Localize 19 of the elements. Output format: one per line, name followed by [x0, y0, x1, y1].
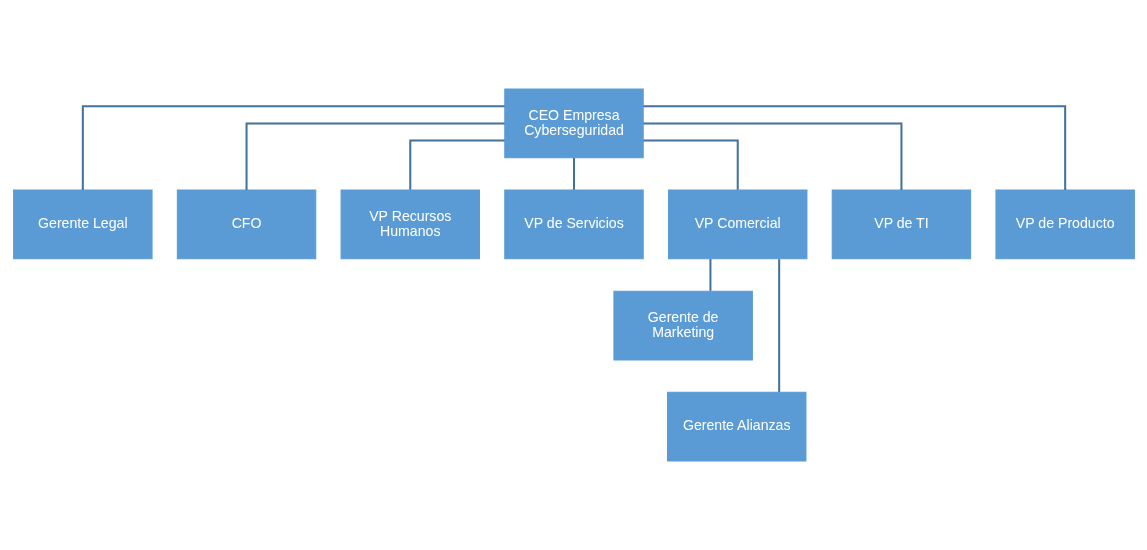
connector	[642, 122, 902, 190]
node-box: Gerente de Marketing	[612, 290, 753, 361]
connector	[642, 105, 1066, 190]
connector	[408, 139, 505, 190]
node-box: VP de Producto	[994, 189, 1135, 260]
connector	[642, 139, 739, 190]
node-box: CEO Empresa Cyberseguridad	[503, 88, 644, 159]
node-box: VP Comercial	[667, 189, 807, 260]
connector	[81, 105, 505, 190]
connector	[708, 258, 711, 291]
connector	[245, 122, 505, 190]
node-box: VP de Servicios	[503, 189, 644, 260]
node-box: CFO	[176, 189, 316, 260]
connector	[777, 259, 780, 392]
node-box: Gerente Legal	[12, 189, 153, 260]
connector	[572, 157, 575, 190]
node-box: Gerente Alianzas	[666, 391, 806, 462]
node-box: VP Recursos Humanos	[340, 189, 480, 260]
node-box: VP de TI	[831, 189, 971, 260]
